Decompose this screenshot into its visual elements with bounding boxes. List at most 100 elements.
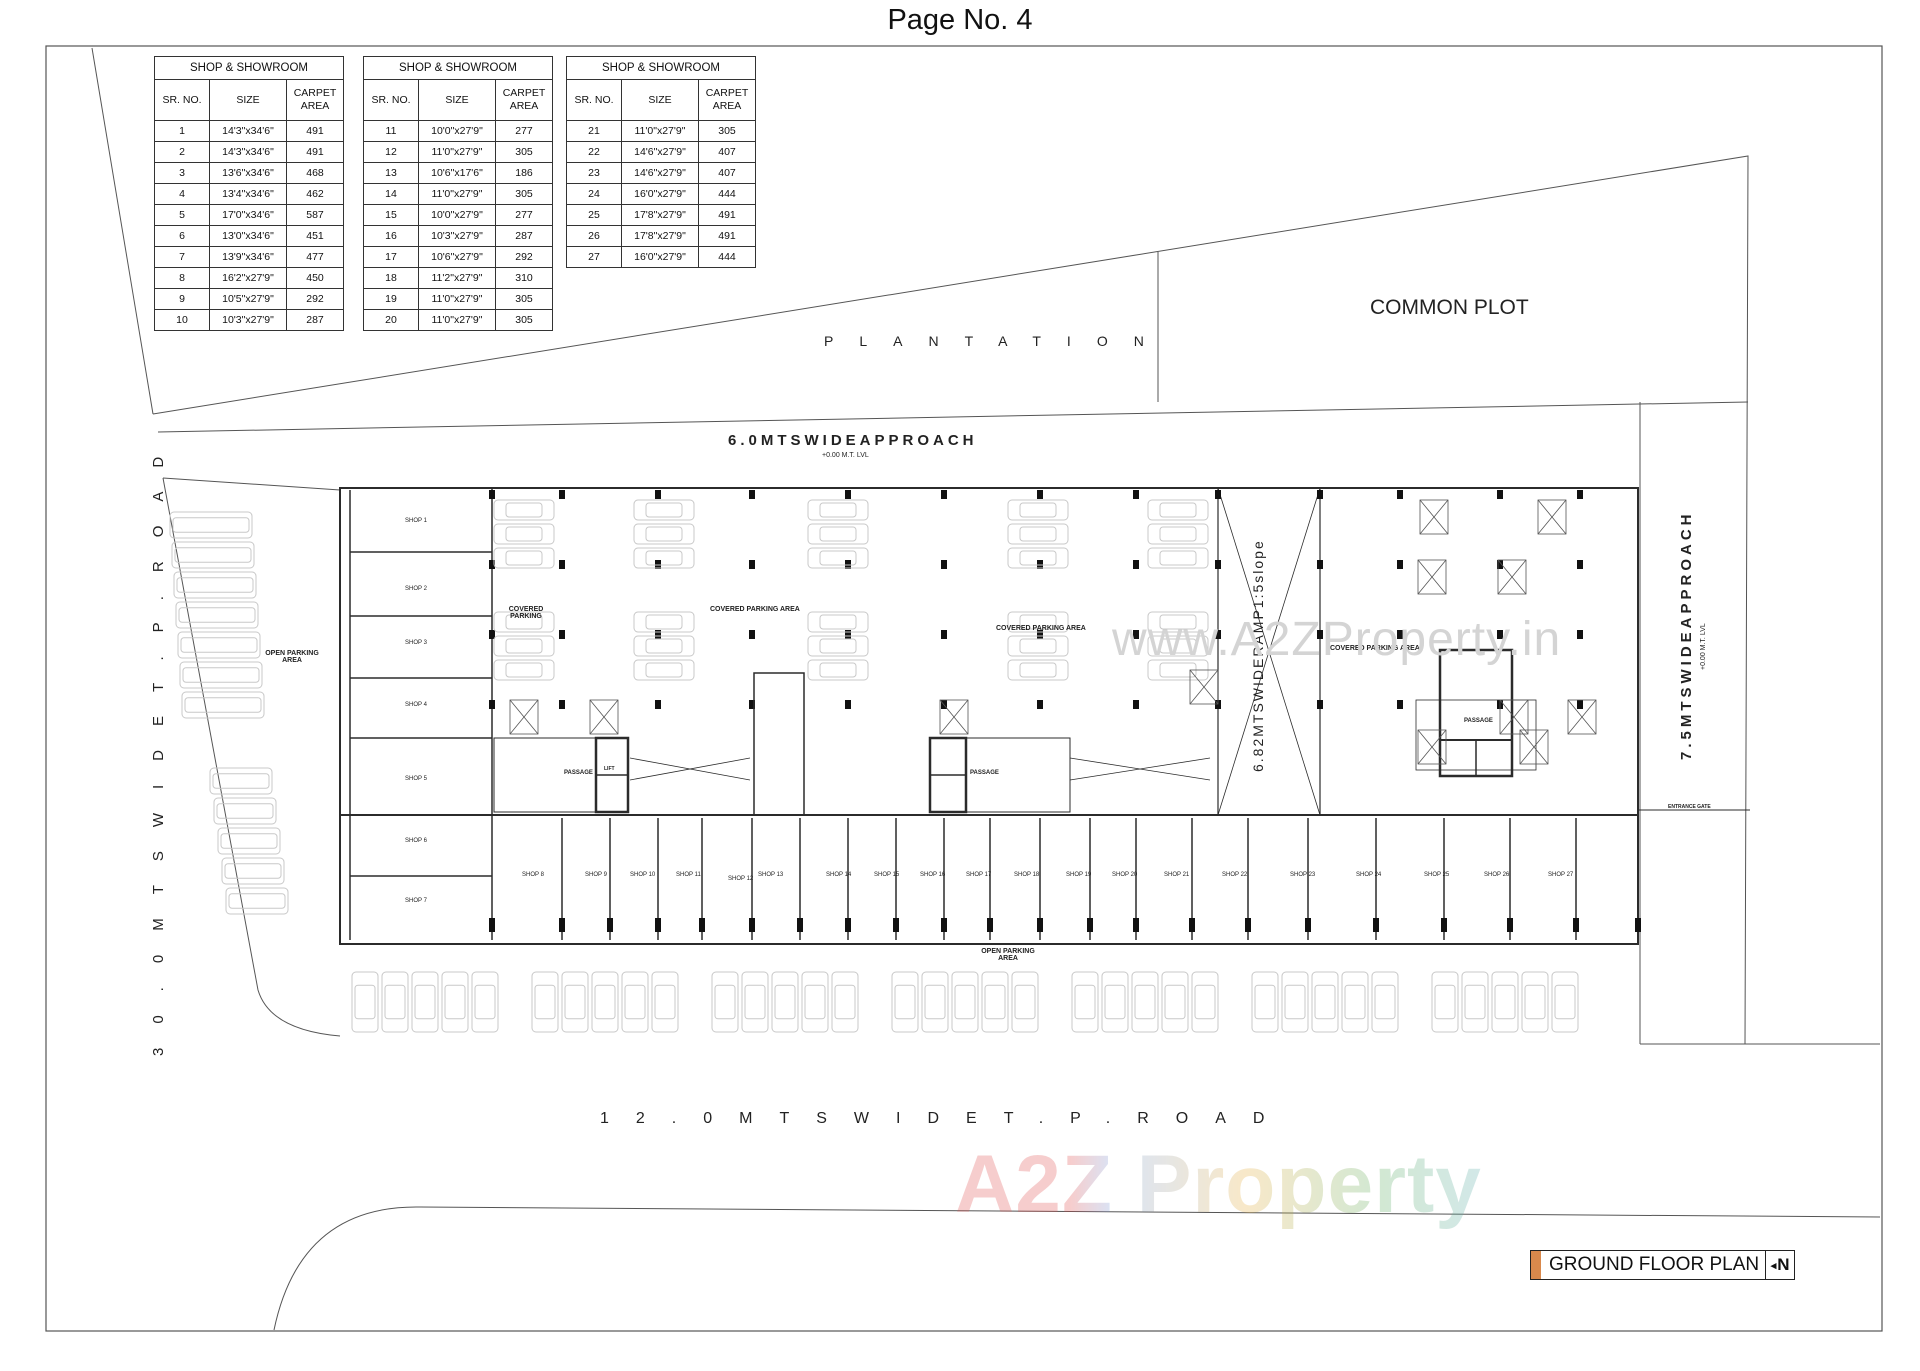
column-header-size: SIZE xyxy=(209,79,287,121)
column xyxy=(797,918,803,932)
column xyxy=(1373,918,1379,932)
column xyxy=(749,700,755,709)
car-roof xyxy=(1344,984,1366,1020)
duct xyxy=(939,699,969,735)
open-parking-bay xyxy=(621,971,649,1033)
column xyxy=(1497,630,1503,639)
car-outline xyxy=(169,511,253,539)
car-outline xyxy=(831,971,859,1033)
parking-bay xyxy=(633,659,695,681)
carpet-area-cell: 407 xyxy=(698,141,756,163)
column xyxy=(489,490,495,499)
duct-outline xyxy=(1519,729,1549,765)
open-parking-bay xyxy=(1431,971,1459,1033)
sr-no-cell: 7 xyxy=(154,246,210,268)
column xyxy=(1037,918,1043,932)
parking-bay xyxy=(493,611,555,633)
duct-outline xyxy=(939,699,969,735)
shop-label: SHOP 12 xyxy=(728,876,754,882)
car-outline xyxy=(1371,971,1399,1033)
car-roof xyxy=(505,662,543,678)
road-bottom-label: 12.0MTSWIDET.P.ROAD xyxy=(600,1110,1292,1127)
car-outline xyxy=(217,827,281,855)
parking-bay xyxy=(1147,611,1209,633)
open-parking-bay xyxy=(1071,971,1099,1033)
car-outline xyxy=(951,971,979,1033)
carpet-area-cell: 292 xyxy=(495,246,553,268)
car-roof xyxy=(819,662,857,678)
open-parking-bay xyxy=(171,541,255,569)
car-outline xyxy=(1147,635,1209,657)
open-parking-bay xyxy=(1011,971,1039,1033)
column xyxy=(941,560,947,569)
column xyxy=(749,918,755,932)
duct-outline xyxy=(1419,499,1449,535)
carpet-area-cell: 305 xyxy=(495,141,553,163)
shop-label: SHOP 21 xyxy=(1164,872,1190,878)
car-outline xyxy=(1341,971,1369,1033)
open-parking-bay xyxy=(1251,971,1279,1033)
open-parking-bay xyxy=(951,971,979,1033)
column xyxy=(1573,918,1579,932)
column xyxy=(1397,560,1403,569)
column xyxy=(1037,630,1043,639)
column xyxy=(559,560,565,569)
size-cell: 16'0"x27'9" xyxy=(621,246,699,268)
sr-no-cell: 10 xyxy=(154,309,210,331)
duct xyxy=(1497,559,1527,595)
entrance-gate-label: ENTRANCE GATE xyxy=(1668,804,1711,810)
car-outline xyxy=(221,857,285,885)
sr-no-cell: 18 xyxy=(363,267,419,289)
carpet-area-cell: 277 xyxy=(495,204,553,226)
parking-bay xyxy=(493,499,555,521)
parking-bay xyxy=(1147,499,1209,521)
size-cell: 10'0"x27'9" xyxy=(418,204,496,226)
shop-schedule-table-3: SHOP & SHOWROOM SR. NO. SIZE CARPET AREA… xyxy=(566,56,756,268)
duct-hatch xyxy=(1537,499,1567,535)
car-roof xyxy=(774,984,796,1020)
shop-label: SHOP 16 xyxy=(920,872,946,878)
open-parking-bay xyxy=(531,971,559,1033)
car-roof xyxy=(1074,984,1096,1020)
bottom-shop-partitions xyxy=(491,818,1639,940)
column xyxy=(1635,918,1641,932)
column xyxy=(845,918,851,932)
carpet-area-cell: 407 xyxy=(698,162,756,184)
car-roof xyxy=(819,614,857,630)
carpet-area-cell: 292 xyxy=(286,288,344,310)
car-outline xyxy=(1521,971,1549,1033)
sheet-border xyxy=(45,45,1883,1332)
open-parking-bay xyxy=(741,971,769,1033)
car-roof xyxy=(819,502,857,518)
car-outline xyxy=(711,971,739,1033)
car-roof xyxy=(178,607,256,623)
car-roof xyxy=(1019,526,1057,542)
car-outline xyxy=(807,523,869,545)
shop-label: SHOP 4 xyxy=(405,702,427,708)
carpet-area-cell: 491 xyxy=(286,120,344,142)
column xyxy=(1577,490,1583,499)
table-caption: SHOP & SHOWROOM xyxy=(363,56,553,80)
carpet-area-cell: 277 xyxy=(495,120,553,142)
sr-no-cell: 1 xyxy=(154,120,210,142)
parking-bay xyxy=(1147,523,1209,545)
car-roof xyxy=(1314,984,1336,1020)
open-parking-bay xyxy=(1521,971,1549,1033)
column xyxy=(1497,560,1503,569)
car-roof xyxy=(645,550,683,566)
carpet-area-cell: 305 xyxy=(495,183,553,205)
column xyxy=(1441,918,1447,932)
sr-no-cell: 26 xyxy=(566,225,622,247)
size-cell: 14'6"x27'9" xyxy=(621,162,699,184)
car-outline xyxy=(493,659,555,681)
sr-no-cell: 6 xyxy=(154,225,210,247)
car-outline xyxy=(771,971,799,1033)
